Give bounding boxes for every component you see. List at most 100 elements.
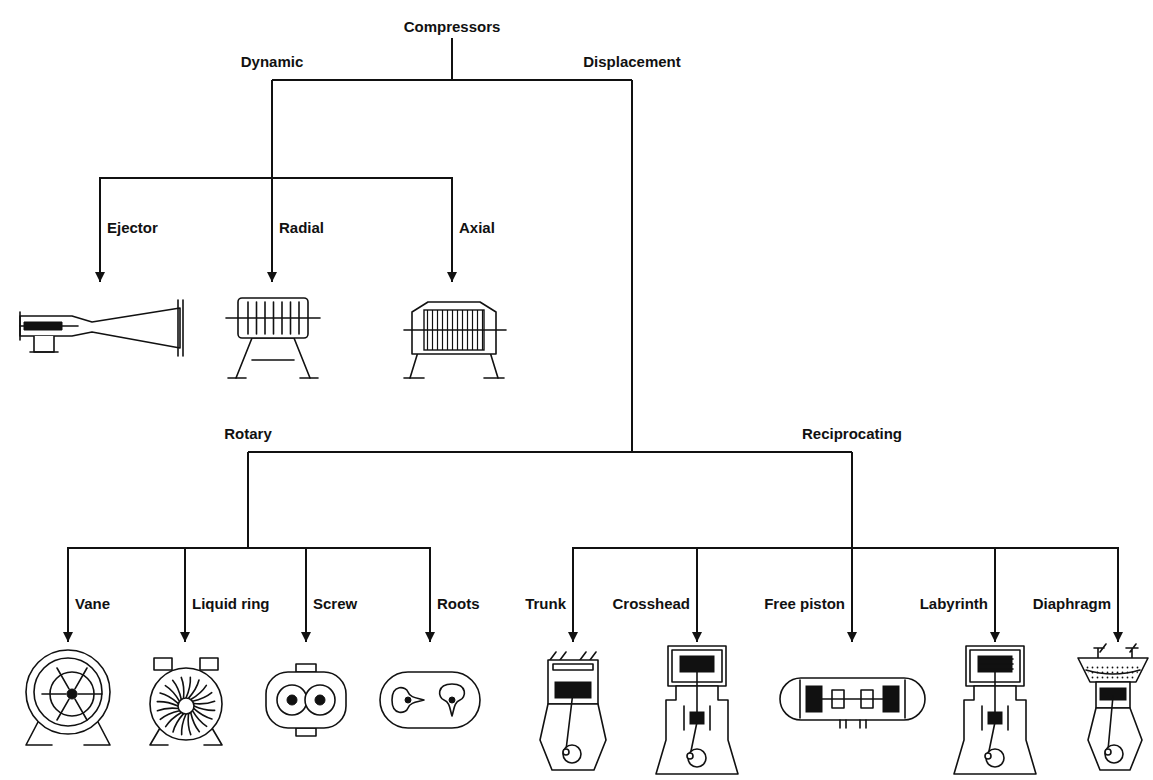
trunk-figure-part (553, 664, 593, 670)
liquid-ring-figure-part (150, 668, 222, 740)
trunk-figure-part (550, 652, 596, 660)
leaf-label: Free piston (760, 548, 852, 642)
diaphragm-figure (1078, 644, 1148, 770)
trunk-figure (540, 652, 606, 770)
ejector-figure-part (19, 312, 21, 340)
ejector-figure (20, 300, 183, 356)
vane-figure-part-part (57, 668, 69, 689)
labyrinth-figure-part (979, 659, 1013, 669)
free-piston-figure-part (840, 720, 866, 728)
branch-label: Dynamic (236, 50, 309, 80)
tree-branch (185, 452, 248, 642)
labyrinth-figure (954, 646, 1036, 774)
ejector-figure-part (24, 322, 62, 330)
roots-figure-part (449, 697, 455, 703)
tree-branch (248, 80, 632, 452)
free-piston-figure-part (780, 678, 925, 720)
vane-figure-part-part (75, 699, 87, 720)
screw-figure-part (287, 695, 297, 705)
diaphragm-figure-part (1088, 708, 1142, 770)
liquid-ring-figure-part (200, 658, 218, 670)
ejector-figure-part (182, 300, 184, 356)
tree-branch (632, 80, 852, 452)
category-label: Rotary (224, 425, 272, 443)
axial-figure (404, 302, 506, 378)
leaf-label: Diaphragm (1028, 548, 1118, 642)
vane-figure (26, 650, 110, 745)
vane-figure-part (34, 658, 102, 726)
vane-figure-part-part (57, 699, 69, 720)
axial-figure-part (484, 377, 504, 379)
screw-figure (266, 664, 346, 736)
diaphragm-figure-part (1108, 696, 1113, 750)
radial-figure-part (228, 377, 246, 379)
vane-figure-part (42, 668, 102, 720)
category-label: Free piston (764, 595, 845, 613)
liquid-ring-figure-part-part (181, 677, 184, 698)
tree-branch (852, 452, 1118, 642)
liquid-ring-figure-part-part (157, 708, 178, 711)
free-piston-figure-part (904, 680, 906, 718)
category-label: Diaphragm (1033, 595, 1111, 613)
axial-figure-part (404, 329, 506, 331)
leaf-label: Labyrinth (915, 548, 995, 642)
screw-figure-part (296, 664, 316, 672)
category-label: Vane (75, 595, 110, 613)
liquid-ring-figure-part-part (194, 701, 215, 704)
leaf-label: Roots (430, 548, 484, 642)
category-label: Radial (279, 219, 324, 237)
trunk-figure-part (563, 749, 569, 755)
radial-figure-part (226, 317, 320, 319)
branch-label: Rotary (219, 420, 277, 452)
axial-figure-part (410, 352, 498, 378)
free-piston-figure-part (822, 698, 883, 700)
category-label: Crosshead (612, 595, 690, 613)
screw-figure-part (296, 728, 316, 736)
crosshead-figure-part (688, 749, 706, 767)
vane-figure-part (26, 650, 110, 734)
tree-branch (272, 80, 452, 282)
crosshead-figure-part (687, 753, 693, 759)
leaf-label: Crosshead (608, 548, 697, 642)
tree-branch (697, 452, 852, 642)
liquid-ring-figure-part-part (160, 711, 179, 720)
trunk-figure-part (563, 745, 581, 763)
category-label: Dynamic (241, 53, 304, 71)
trunk-figure-part (566, 692, 573, 750)
vane-figure-part (67, 689, 77, 699)
liquid-ring-figure-part (157, 677, 214, 734)
liquid-ring-figure-part-part (194, 706, 215, 710)
liquid-ring-figure-part (154, 658, 172, 670)
axial-figure-part (404, 377, 424, 379)
screw-figure-part (277, 685, 307, 715)
radial-figure-part (300, 377, 318, 379)
tree-branch (573, 452, 852, 642)
branch-label: Reciprocating (797, 420, 908, 452)
crosshead-figure-part (709, 706, 711, 730)
tree-branch (248, 452, 430, 642)
roots-figure-part (392, 688, 424, 713)
radial-figure (226, 298, 320, 378)
liquid-ring-figure-part-part (157, 702, 178, 706)
vane-figure-part-part (75, 668, 87, 689)
category-label: Compressors (404, 18, 501, 36)
crosshead-figure (656, 646, 738, 774)
branch-label: Compressors (399, 14, 506, 38)
trunk-figure-part (540, 704, 606, 770)
free-piston-figure-part (806, 686, 822, 712)
liquid-ring-figure-part-part (186, 677, 190, 698)
category-label: Displacement (583, 53, 681, 71)
tree-branch (100, 80, 272, 282)
labyrinth-figure-part (954, 646, 1036, 774)
roots-figure (380, 672, 480, 728)
diaphragm-figure-part (1094, 644, 1106, 658)
category-label: Labyrinth (920, 595, 988, 613)
ejector-figure-part (177, 300, 179, 356)
leaf-label: Liquid ring (185, 548, 274, 642)
roots-figure-part (440, 684, 465, 716)
leaf-label: Vane (68, 548, 115, 642)
